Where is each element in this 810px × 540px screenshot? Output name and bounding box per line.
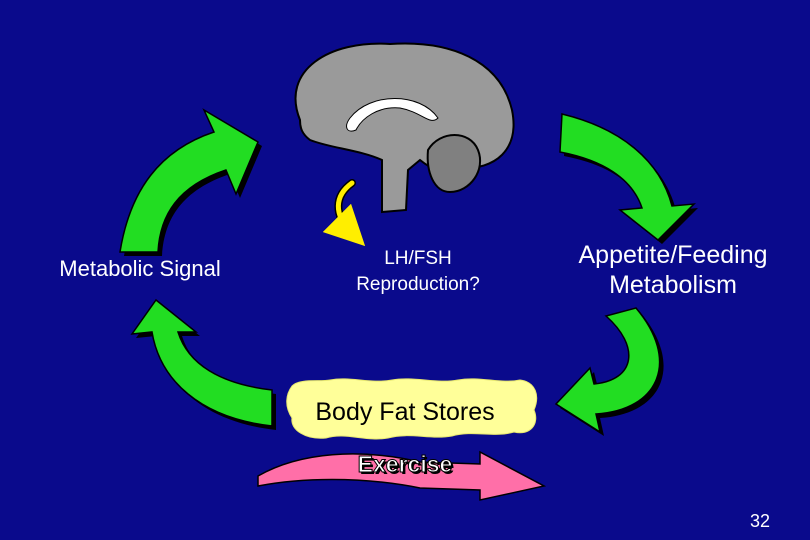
cycle-arrows (119, 108, 698, 436)
metabolic-signal-label: Metabolic Signal (59, 256, 221, 281)
appetite-line2: Metabolism (609, 271, 737, 299)
page-number: 32 (749, 511, 771, 531)
brain-icon (294, 42, 515, 214)
arrow-up-right (130, 298, 273, 427)
body-fat-blob (286, 378, 538, 440)
appetite-line1: Appetite/Feeding (578, 241, 768, 269)
lhfsh-line1: LH/FSH (384, 248, 452, 269)
arrow-down-right (559, 113, 696, 242)
body-fat-label: Body Fat Stores (315, 398, 495, 426)
appetite-label: Appetite/Feeding Metabolism (548, 240, 798, 300)
exercise-label: Exercise (357, 451, 453, 478)
arrow-down-left (554, 307, 661, 434)
lhfsh-line2: Reproduction? (356, 274, 480, 295)
exercise-arrow (257, 450, 547, 501)
lhfsh-label: LH/FSH Reproduction? (318, 246, 518, 298)
